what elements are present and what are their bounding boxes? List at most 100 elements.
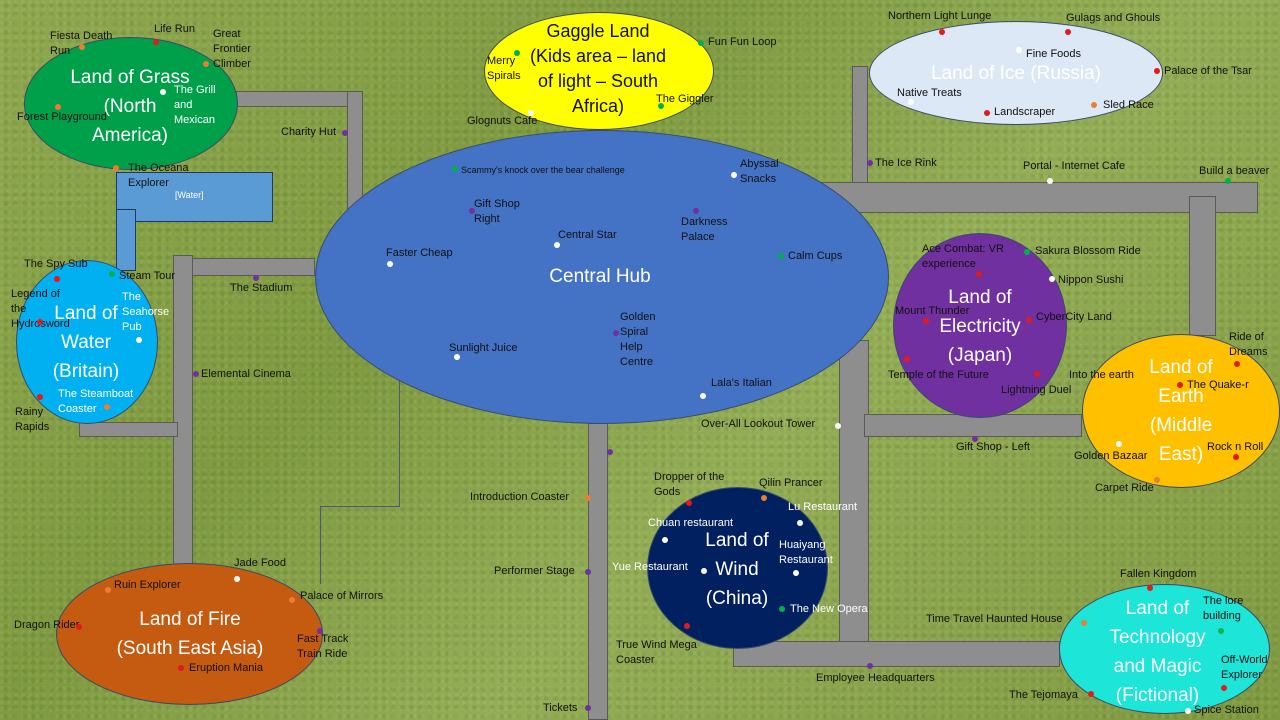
label-bazaar: Golden Bazaar <box>1074 450 1148 462</box>
attraction-marker[interactable] <box>662 537 668 543</box>
attraction-marker[interactable] <box>528 110 534 116</box>
attraction-marker[interactable] <box>731 172 737 178</box>
attraction-marker[interactable] <box>939 29 945 35</box>
attraction-marker[interactable] <box>1049 276 1055 282</box>
attraction-marker[interactable] <box>136 337 142 343</box>
label-grill: The Grill and Mexican <box>174 84 216 126</box>
attraction-marker[interactable] <box>698 40 704 46</box>
attraction-marker[interactable] <box>1154 68 1160 74</box>
attraction-marker[interactable] <box>607 449 613 455</box>
path-grass-to-hub-v <box>347 91 363 214</box>
zone-fire[interactable] <box>56 563 323 705</box>
attraction-marker[interactable] <box>867 160 873 166</box>
label-mirrors: Palace of Mirrors <box>300 590 384 602</box>
attraction-marker[interactable] <box>693 208 699 214</box>
attraction-marker[interactable] <box>778 253 784 259</box>
attraction-marker[interactable] <box>109 271 115 277</box>
zone-earth[interactable] <box>1082 334 1280 488</box>
attraction-marker[interactable] <box>972 436 978 442</box>
attraction-marker[interactable] <box>1026 317 1032 323</box>
attraction-marker[interactable] <box>178 665 184 671</box>
attraction-marker[interactable] <box>779 606 785 612</box>
attraction-marker[interactable] <box>1091 102 1097 108</box>
attraction-marker[interactable] <box>554 242 560 248</box>
label-timetravel: Time Travel Haunted House <box>926 613 1063 625</box>
label-huaiyang: Huaiyang Restaurant <box>779 539 833 566</box>
attraction-marker[interactable] <box>160 89 166 95</box>
attraction-marker[interactable] <box>686 500 692 506</box>
attraction-marker[interactable] <box>1234 361 1240 367</box>
attraction-marker[interactable] <box>153 39 159 45</box>
attraction-marker[interactable] <box>1081 620 1087 626</box>
attraction-marker[interactable] <box>835 423 841 429</box>
attraction-marker[interactable] <box>701 568 707 574</box>
attraction-marker[interactable] <box>113 165 119 171</box>
attraction-marker[interactable] <box>289 597 295 603</box>
zone-tech[interactable] <box>1059 584 1270 714</box>
attraction-marker[interactable] <box>1225 178 1231 184</box>
attraction-marker[interactable] <box>1177 382 1183 388</box>
attraction-marker[interactable] <box>317 628 323 634</box>
attraction-marker[interactable] <box>867 663 873 669</box>
label-lala: Lala's Italian <box>711 377 772 389</box>
attraction-marker[interactable] <box>253 275 259 281</box>
zone-gaggle-name: Gaggle Land (Kids area – land of light –… <box>529 21 667 116</box>
attraction-marker[interactable] <box>452 166 458 172</box>
zone-wind[interactable] <box>647 487 828 649</box>
attraction-marker[interactable] <box>193 371 199 377</box>
attraction-marker[interactable] <box>37 394 43 400</box>
attraction-marker[interactable] <box>1218 628 1224 634</box>
attraction-marker[interactable] <box>984 110 990 116</box>
attraction-marker[interactable] <box>1154 477 1160 483</box>
attraction-marker[interactable] <box>1034 371 1040 377</box>
attraction-marker[interactable] <box>105 587 111 593</box>
attraction-marker[interactable] <box>37 319 43 325</box>
attraction-marker[interactable] <box>469 208 475 214</box>
attraction-marker[interactable] <box>387 261 393 267</box>
zone-gaggle[interactable] <box>484 12 714 130</box>
zone-hub[interactable] <box>315 130 889 424</box>
label-spysub: The Spy Sub <box>24 258 88 270</box>
attraction-marker[interactable] <box>1116 441 1122 447</box>
attraction-marker[interactable] <box>585 569 591 575</box>
connector-line-h <box>320 506 400 507</box>
label-native: Native Treats <box>897 87 962 99</box>
attraction-marker[interactable] <box>1065 29 1071 35</box>
attraction-marker[interactable] <box>514 50 520 56</box>
attraction-marker[interactable] <box>342 130 348 136</box>
attraction-marker[interactable] <box>613 330 619 336</box>
attraction-marker[interactable] <box>1221 685 1227 691</box>
attraction-marker[interactable] <box>76 624 82 630</box>
attraction-marker[interactable] <box>923 318 929 324</box>
attraction-marker[interactable] <box>585 495 591 501</box>
attraction-marker[interactable] <box>1185 708 1191 714</box>
attraction-marker[interactable] <box>700 393 706 399</box>
label-calmcups: Calm Cups <box>788 250 843 262</box>
attraction-marker[interactable] <box>203 61 209 67</box>
attraction-marker[interactable] <box>1233 454 1239 460</box>
attraction-marker[interactable] <box>454 354 460 360</box>
zone-ice[interactable] <box>869 21 1163 125</box>
attraction-marker[interactable] <box>908 99 914 105</box>
attraction-marker[interactable] <box>1024 249 1030 255</box>
attraction-marker[interactable] <box>1147 585 1153 591</box>
attraction-marker[interactable] <box>1088 691 1094 697</box>
attraction-marker[interactable] <box>976 271 982 277</box>
attraction-marker[interactable] <box>55 104 61 110</box>
label-eruption: Eruption Mania <box>189 662 263 674</box>
zone-electricity[interactable] <box>893 233 1067 418</box>
attraction-marker[interactable] <box>797 520 803 526</box>
attraction-marker[interactable] <box>793 570 799 576</box>
attraction-marker[interactable] <box>104 404 110 410</box>
attraction-marker[interactable] <box>234 576 240 582</box>
attraction-marker[interactable] <box>79 44 85 50</box>
zone-grass[interactable] <box>24 37 238 170</box>
attraction-marker[interactable] <box>904 356 910 362</box>
attraction-marker[interactable] <box>684 623 690 629</box>
attraction-marker[interactable] <box>54 276 60 282</box>
attraction-marker[interactable] <box>658 103 664 109</box>
attraction-marker[interactable] <box>585 705 591 711</box>
attraction-marker[interactable] <box>1047 178 1053 184</box>
attraction-marker[interactable] <box>1016 47 1022 53</box>
attraction-marker[interactable] <box>761 495 767 501</box>
